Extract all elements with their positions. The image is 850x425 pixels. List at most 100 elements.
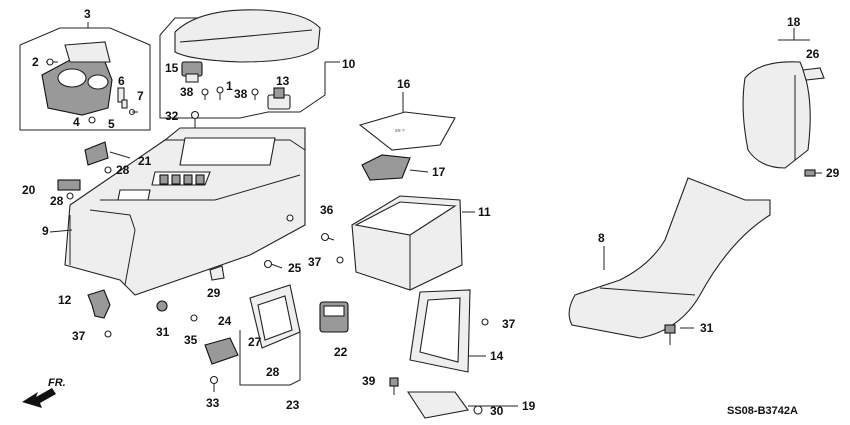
svg-text:29: 29 xyxy=(826,166,840,180)
svg-text:22: 22 xyxy=(334,345,348,359)
label-8: 8 xyxy=(598,231,605,245)
label-28-b: 28 xyxy=(50,194,64,208)
label-33: 31 xyxy=(700,321,714,335)
svg-text:2: 2 xyxy=(32,55,39,69)
bracket-19 xyxy=(406,391,469,419)
switch-20 xyxy=(57,179,81,191)
screw-36-lower xyxy=(190,314,198,322)
label-39: 39 xyxy=(362,374,376,388)
label-28-a: 28 xyxy=(116,163,130,177)
svg-text:17: 17 xyxy=(432,165,446,179)
label-18: 18 xyxy=(787,15,801,29)
svg-text:31: 31 xyxy=(700,321,714,335)
label-19: 19 xyxy=(522,399,536,413)
svg-text:18: 18 xyxy=(787,15,801,29)
bolt-33 xyxy=(664,324,676,345)
clip-26 xyxy=(802,67,825,81)
svg-text:21: 21 xyxy=(138,154,152,168)
mat-16: ≡≡ ≈ xyxy=(358,111,456,151)
cover-24 xyxy=(204,337,239,365)
label-28-c: 28 xyxy=(266,365,280,379)
label-14: 14 xyxy=(490,349,504,363)
label-32: 30 xyxy=(490,404,504,418)
label-26: 26 xyxy=(806,47,820,61)
clip-4 xyxy=(88,116,96,124)
screw-35 xyxy=(209,375,219,392)
svg-text:37: 37 xyxy=(502,317,516,331)
svg-text:28: 28 xyxy=(266,365,280,379)
svg-text:19: 19 xyxy=(522,399,536,413)
label-3: 3 xyxy=(84,7,91,21)
label-24: 24 xyxy=(218,314,232,328)
screw-2 xyxy=(46,58,58,66)
bracket-14 xyxy=(409,289,471,373)
svg-text:6: 6 xyxy=(118,74,125,88)
svg-text:23: 23 xyxy=(286,398,300,412)
label-31: 31 xyxy=(156,325,170,339)
side-trim-8 xyxy=(568,177,771,339)
label-20: 20 xyxy=(22,183,36,197)
label-36-lower: 35 xyxy=(184,333,198,347)
label-10: 10 xyxy=(342,57,356,71)
svg-text:38: 38 xyxy=(180,85,194,99)
svg-text:36: 36 xyxy=(320,203,334,217)
label-7: 7 xyxy=(137,89,144,103)
screw-37-box xyxy=(336,256,344,264)
svg-text:31: 31 xyxy=(156,325,170,339)
svg-text:SS08-B3742A: SS08-B3742A xyxy=(727,405,798,417)
screw-34 xyxy=(190,110,200,130)
cup-holder-part xyxy=(41,41,113,116)
label-37-right: 37 xyxy=(502,317,516,331)
label-29: 29 xyxy=(207,286,221,300)
label-27: 27 xyxy=(248,335,262,349)
label-11: 11 xyxy=(478,205,491,219)
svg-text:11: 11 xyxy=(478,205,491,219)
bracket-12 xyxy=(87,289,111,319)
label-17: 17 xyxy=(432,165,446,179)
diagram-reference-code: SS08-B3742A xyxy=(727,405,798,417)
group-23-bracket xyxy=(239,330,301,386)
small-parts-5-6-7 xyxy=(117,87,138,116)
label-9: 9 xyxy=(42,224,49,238)
svg-text:14: 14 xyxy=(490,349,504,363)
bolt-39 xyxy=(389,377,399,395)
svg-text:39: 39 xyxy=(362,374,376,388)
svg-text:38: 38 xyxy=(234,87,248,101)
screw-37-right xyxy=(481,318,489,326)
svg-text:29: 29 xyxy=(207,286,221,300)
svg-text:7: 7 xyxy=(137,89,144,103)
group-18-bracket xyxy=(778,28,810,41)
label-37-box: 37 xyxy=(308,255,322,269)
svg-text:25: 25 xyxy=(288,261,302,275)
svg-text:37: 37 xyxy=(308,255,322,269)
svg-text:16: 16 xyxy=(397,77,411,91)
label-37-left: 37 xyxy=(72,329,86,343)
svg-text:28: 28 xyxy=(116,163,130,177)
label-4: 4 xyxy=(73,115,80,129)
console-box-11 xyxy=(351,195,463,291)
leader-lines xyxy=(49,61,822,407)
svg-text:13: 13 xyxy=(276,74,290,88)
clip-29 xyxy=(209,265,225,281)
screw-37-left xyxy=(104,330,112,338)
label-23: 23 xyxy=(286,398,300,412)
label-35: 33 xyxy=(206,396,220,410)
lid-hinge-15 xyxy=(181,61,203,83)
label-1: 1 xyxy=(226,79,233,93)
label-38-right: 38 xyxy=(234,87,248,101)
label-16: 16 xyxy=(397,77,411,91)
label-34: 32 xyxy=(165,109,179,123)
group-3-bracket xyxy=(19,22,151,131)
label-2: 2 xyxy=(32,55,39,69)
label-36-upper: 36 xyxy=(320,203,334,217)
clips-28 xyxy=(66,166,112,200)
label-30: 29 xyxy=(826,166,840,180)
svg-text:3: 3 xyxy=(84,7,91,21)
svg-text:≡≡ ≈: ≡≡ ≈ xyxy=(395,128,405,134)
svg-text:30: 30 xyxy=(490,404,504,418)
svg-text:26: 26 xyxy=(806,47,820,61)
lid-latch-13 xyxy=(267,87,291,110)
label-25: 25 xyxy=(288,261,302,275)
svg-text:4: 4 xyxy=(73,115,80,129)
label-38-left: 38 xyxy=(180,85,194,99)
